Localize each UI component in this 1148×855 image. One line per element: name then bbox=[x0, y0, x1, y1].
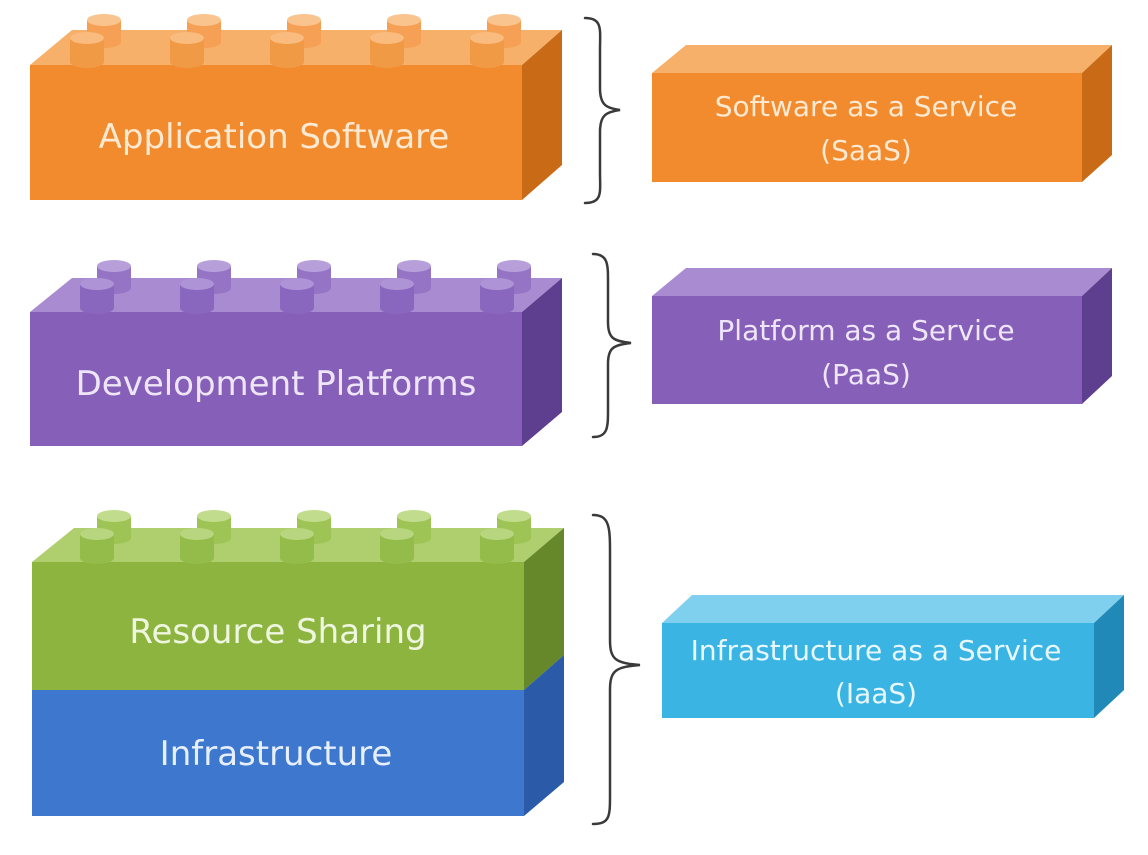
iaas-block: Infrastructure as a Service (IaaS) bbox=[662, 595, 1124, 718]
saas-title: Software as a Service bbox=[715, 90, 1018, 123]
paas-block: Platform as a Service (PaaS) bbox=[652, 268, 1112, 404]
saas-block: Software as a Service (SaaS) bbox=[652, 45, 1112, 182]
block-studs bbox=[70, 14, 521, 68]
block-studs bbox=[80, 510, 531, 564]
infrastructure-label: Infrastructure bbox=[160, 734, 393, 774]
resource-sharing-block: Resource Sharing bbox=[32, 510, 564, 690]
brace-paas bbox=[591, 252, 632, 439]
paas-title: Platform as a Service bbox=[717, 314, 1014, 347]
resource-sharing-label: Resource Sharing bbox=[129, 612, 426, 652]
iaas-title: Infrastructure as a Service bbox=[691, 634, 1062, 667]
development-platforms-label: Development Platforms bbox=[76, 364, 477, 404]
application-software-block: Application Software bbox=[30, 14, 562, 200]
infrastructure-block: Infrastructure bbox=[32, 655, 564, 816]
paas-abbreviation: (PaaS) bbox=[821, 358, 911, 391]
brace-iaas bbox=[591, 513, 641, 826]
saas-abbreviation: (SaaS) bbox=[820, 134, 912, 167]
development-platforms-block: Development Platforms bbox=[30, 260, 562, 446]
iaas-abbreviation: (IaaS) bbox=[835, 677, 917, 710]
application-software-label: Application Software bbox=[99, 117, 450, 157]
block-studs bbox=[80, 260, 531, 314]
brace-saas bbox=[583, 16, 621, 205]
